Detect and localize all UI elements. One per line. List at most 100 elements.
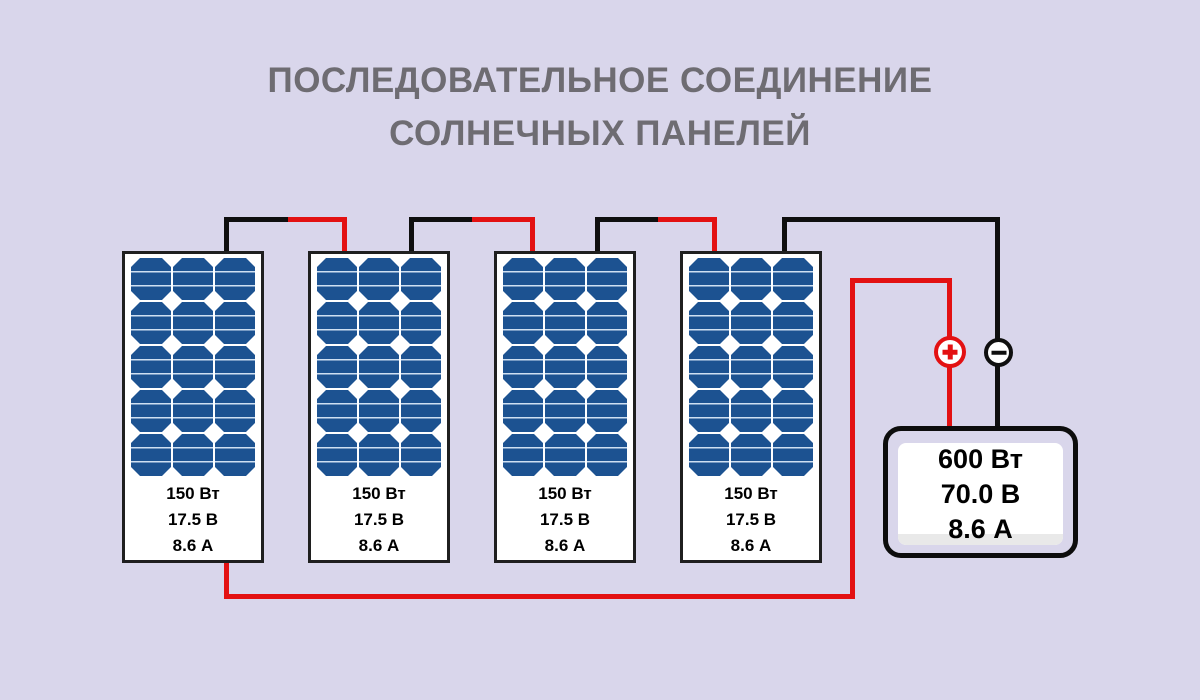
panel-power-label: 150 Вт [724, 484, 778, 503]
solar-cell [545, 302, 585, 344]
wire-panel4-positive-drop [712, 217, 717, 254]
solar-cell [317, 434, 357, 476]
solar-cell [773, 258, 813, 300]
wire-negative-drop-to-load [995, 217, 1000, 429]
solar-cell [131, 434, 171, 476]
wire-junction1-black-run [224, 217, 288, 222]
solar-panel-1: 150 Вт 17.5 В 8.6 А [122, 251, 264, 563]
solar-cell [587, 390, 627, 432]
panel-power-label: 150 Вт [166, 484, 220, 503]
solar-cell [503, 346, 543, 388]
title-line-1: ПОСЛЕДОВАТЕЛЬНОЕ СОЕДИНЕНИЕ [267, 61, 933, 100]
wire-junction1-red-run [288, 217, 347, 222]
solar-cell [731, 390, 771, 432]
title-line-2: СОЛНЕЧНЫХ ПАНЕЛЕЙ [389, 114, 811, 153]
panel-1-specs: 150 Вт 17.5 В 8.6 А [125, 481, 261, 559]
panel-power-label: 150 Вт [538, 484, 592, 503]
panel-current-label: 8.6 А [172, 536, 214, 555]
solar-cell [359, 346, 399, 388]
wire-panel2-negative-riser [409, 217, 414, 254]
solar-cell [503, 390, 543, 432]
solar-cell [317, 346, 357, 388]
solar-cell [359, 302, 399, 344]
wire-panel1-negative-riser [224, 217, 229, 254]
wire-positive-top-run [850, 278, 952, 283]
solar-cell [401, 258, 441, 300]
wire-junction2-black-run [409, 217, 472, 222]
solar-cell [503, 258, 543, 300]
wire-junction3-black-run [595, 217, 658, 222]
solar-cell [545, 390, 585, 432]
solar-cell [359, 434, 399, 476]
solar-cell [131, 258, 171, 300]
solar-cell [731, 302, 771, 344]
solar-cell [773, 346, 813, 388]
solar-cell [503, 434, 543, 476]
solar-cell [773, 302, 813, 344]
solar-panel-2: 150 Вт 17.5 В 8.6 А [308, 251, 450, 563]
panel-4-specs: 150 Вт 17.5 В 8.6 А [683, 481, 819, 559]
panel-2-specs: 150 Вт 17.5 В 8.6 А [311, 481, 447, 559]
panel-power-label: 150 Вт [352, 484, 406, 503]
solar-cell [731, 258, 771, 300]
solar-cell [131, 346, 171, 388]
solar-cell [587, 346, 627, 388]
wire-panel2-positive-drop [342, 217, 347, 254]
panel-current-label: 8.6 А [358, 536, 400, 555]
solar-cell [503, 302, 543, 344]
minus-icon [991, 350, 1006, 355]
solar-cell [215, 302, 255, 344]
solar-cell [131, 390, 171, 432]
solar-cell [215, 346, 255, 388]
solar-cell [131, 302, 171, 344]
solar-cell [215, 258, 255, 300]
wire-positive-bottom-bus [224, 594, 855, 599]
solar-panel-4: 150 Вт 17.5 В 8.6 А [680, 251, 822, 563]
solar-cell [317, 258, 357, 300]
solar-cell [731, 346, 771, 388]
solar-panel-3: 150 Вт 17.5 В 8.6 А [494, 251, 636, 563]
solar-cell [317, 390, 357, 432]
wire-junction2-red-run [472, 217, 535, 222]
positive-terminal-icon: + [934, 336, 966, 368]
solar-cell [587, 258, 627, 300]
positive-terminal-symbol: + [938, 340, 939, 341]
solar-cell [689, 434, 729, 476]
wire-positive-riser [850, 278, 855, 599]
solar-cell [587, 434, 627, 476]
solar-cell-grid [689, 258, 813, 476]
negative-terminal-symbol: − [988, 342, 989, 343]
solar-cell [689, 390, 729, 432]
solar-cell [317, 302, 357, 344]
negative-terminal-icon: − [984, 338, 1013, 367]
solar-cell [545, 434, 585, 476]
plus-icon [947, 344, 953, 360]
solar-cell [401, 302, 441, 344]
panel-current-label: 8.6 А [544, 536, 586, 555]
solar-cell [173, 346, 213, 388]
wire-negative-top-run [782, 217, 1000, 222]
solar-cell [173, 302, 213, 344]
wire-panel3-negative-riser [595, 217, 600, 254]
solar-cell [731, 434, 771, 476]
panel-voltage-label: 17.5 В [353, 510, 405, 529]
solar-cell [359, 258, 399, 300]
solar-cell [545, 346, 585, 388]
solar-cell-grid [317, 258, 441, 476]
solar-cell-grid [131, 258, 255, 476]
solar-cell [401, 346, 441, 388]
load-voltage-value: 70.0 В [940, 478, 1021, 509]
solar-cell-grid [503, 258, 627, 476]
panel-voltage-label: 17.5 В [725, 510, 777, 529]
solar-cell [773, 434, 813, 476]
solar-cell [587, 302, 627, 344]
panel-current-label: 8.6 А [730, 536, 772, 555]
wire-panel1-positive-drop [224, 558, 229, 599]
solar-cell [545, 258, 585, 300]
solar-cell [173, 258, 213, 300]
load-box-display: 600 Вт 70.0 В 8.6 А [898, 443, 1063, 545]
load-current-value: 8.6 А [948, 513, 1013, 544]
wire-panel4-negative-riser [782, 217, 787, 254]
solar-cell [401, 434, 441, 476]
